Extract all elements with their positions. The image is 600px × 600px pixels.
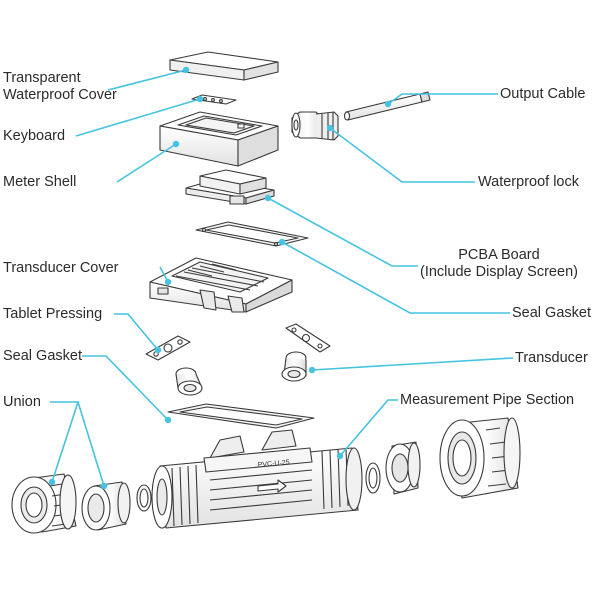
o-ring-left-part	[136, 484, 152, 512]
leader-dots	[48, 66, 392, 490]
seal-gasket-lower-part	[167, 403, 315, 429]
tablet-pressing-part	[145, 335, 191, 361]
tablet-pressing-right-part	[285, 323, 331, 353]
transparent-cover-part	[169, 51, 279, 81]
measurement-pipe-part	[151, 429, 363, 529]
seal-gasket-upper-part	[195, 221, 309, 247]
label-transducer-cover: Transducer Cover	[3, 260, 119, 276]
label-seal-gasket-left: Seal Gasket	[3, 348, 82, 364]
label-pcba-board: PCBA Board (Include Display Screen)	[420, 247, 578, 281]
waterproof-lock-part	[291, 111, 339, 141]
label-union: Union	[3, 394, 41, 410]
label-measurement-pipe-section: Measurement Pipe Section	[400, 392, 575, 408]
label-line: PCBA Board	[458, 247, 540, 263]
label-waterproof-lock: Waterproof lock	[478, 174, 579, 190]
transducer-left-part	[175, 367, 203, 396]
pcba-board-part	[185, 169, 275, 205]
o-ring-right-part	[365, 462, 381, 494]
transducer-right-part	[281, 351, 307, 382]
union-nut-right-part	[439, 417, 521, 499]
label-transducer: Transducer	[515, 350, 588, 366]
label-tablet-pressing: Tablet Pressing	[3, 306, 103, 322]
union-tail-left-part	[81, 481, 131, 531]
meter-shell-part	[159, 111, 279, 167]
union-nut-left-part	[11, 473, 77, 534]
label-line: Waterproof Cover	[3, 87, 117, 103]
label-line: Transparent	[3, 70, 81, 86]
label-meter-shell: Meter Shell	[3, 174, 77, 190]
label-line: (Include Display Screen)	[420, 264, 578, 280]
transducer-cover-part	[149, 257, 293, 313]
pipe-marking-text: PVC-U-25	[258, 459, 290, 469]
output-cable-part	[343, 91, 431, 121]
union-tail-right-part	[385, 441, 421, 495]
label-keyboard: Keyboard	[3, 128, 66, 144]
label-transparent-waterproof-cover: Transparent Waterproof Cover	[3, 70, 117, 104]
label-seal-gasket-right: Seal Gasket	[512, 305, 591, 321]
label-output-cable: Output Cable	[500, 86, 586, 102]
